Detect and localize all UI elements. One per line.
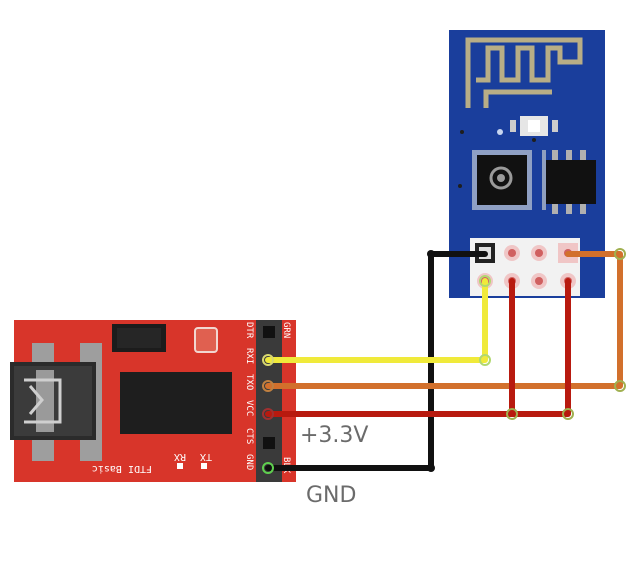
led-label-tx: TX xyxy=(200,451,212,462)
wires xyxy=(262,248,626,474)
wire-vcc-red xyxy=(265,278,571,417)
esp-chip xyxy=(472,150,532,210)
pcb-antenna xyxy=(465,37,583,108)
gnd-label: GND xyxy=(306,483,356,508)
wire-rxi-yellow xyxy=(265,278,488,363)
tx-led xyxy=(201,463,207,469)
vcc-label: +3.3V xyxy=(300,423,368,448)
ftdi-chip xyxy=(120,372,232,434)
pin-label-dtr: DTR xyxy=(244,322,254,339)
pin-label-cts: CTS xyxy=(244,428,254,444)
pin-label-gnd: GND xyxy=(244,454,254,470)
esp01-module xyxy=(449,30,605,298)
flash-chip xyxy=(542,150,596,214)
led-label-rx: RX xyxy=(174,451,186,462)
ftdi-basic-board: FTDI Basic TX RX DTR RXI TXO VCC CTS GND… xyxy=(10,320,296,482)
ftdi-board-name: FTDI Basic xyxy=(92,463,152,474)
pin-label-grn: GRN xyxy=(281,322,291,338)
pin-label-rxi: RXI xyxy=(244,348,254,364)
rx-led xyxy=(177,463,183,469)
pin-label-vcc: VCC xyxy=(244,400,254,416)
usb-connector xyxy=(10,362,96,440)
pin-label-txo: TXO xyxy=(244,374,254,390)
ftdi-pin-header xyxy=(256,320,282,482)
wire-txo-orange xyxy=(265,251,623,389)
